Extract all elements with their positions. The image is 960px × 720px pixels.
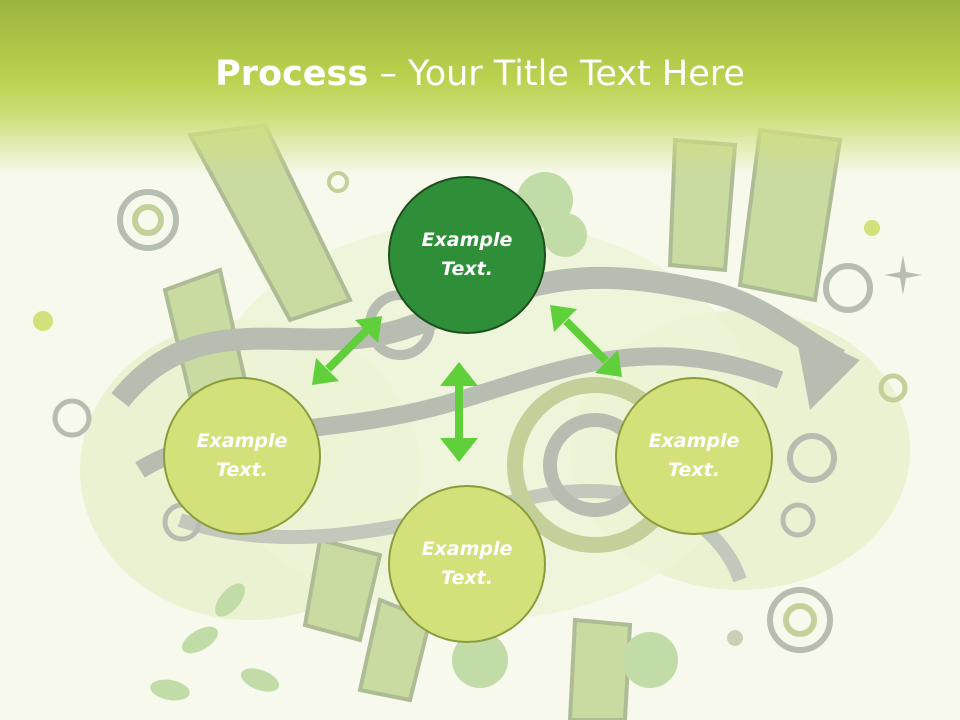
title-band bbox=[0, 0, 960, 175]
node-bottom-line1: Example bbox=[421, 538, 513, 560]
node-bottom-line2: Text. bbox=[441, 567, 493, 589]
node-right-line2: Text. bbox=[668, 459, 720, 481]
node-center-line1: Example bbox=[421, 229, 513, 251]
slide-title: Process – Your Title Text Here bbox=[0, 50, 960, 98]
node-center-line2: Text. bbox=[441, 258, 493, 280]
title-subtitle: Your Title Text Here bbox=[407, 54, 745, 94]
process-node-bottom[interactable]: Example Text. bbox=[388, 485, 546, 643]
process-node-left[interactable]: Example Text. bbox=[163, 377, 321, 535]
process-node-right[interactable]: Example Text. bbox=[615, 377, 773, 535]
node-left-line1: Example bbox=[196, 430, 288, 452]
node-left-line2: Text. bbox=[216, 459, 268, 481]
title-bold: Process bbox=[215, 54, 369, 94]
title-separator: – bbox=[379, 54, 397, 94]
node-right-line1: Example bbox=[648, 430, 740, 452]
process-node-center[interactable]: Example Text. bbox=[388, 176, 546, 334]
